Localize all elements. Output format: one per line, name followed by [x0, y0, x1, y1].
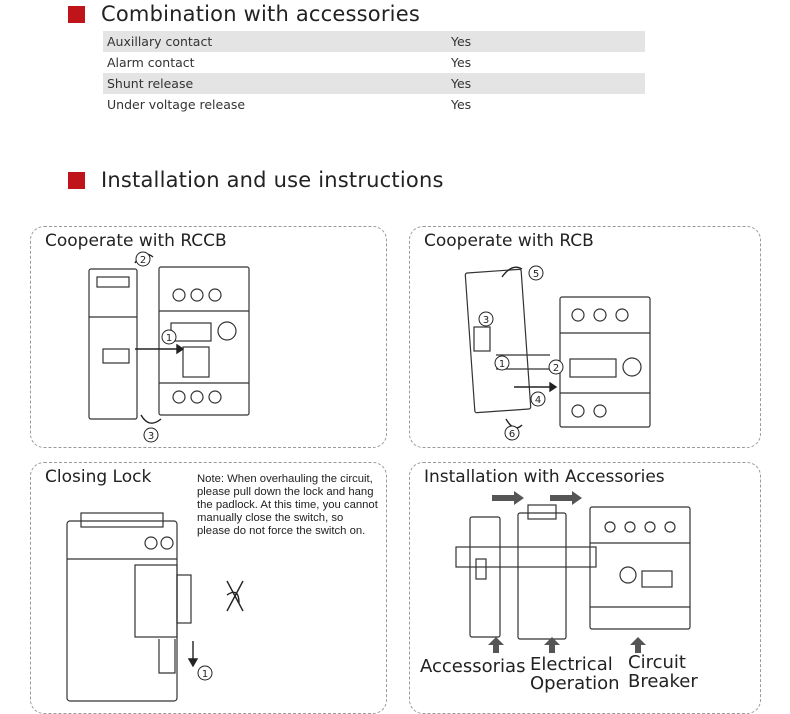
- table-row: Under voltage release Yes: [103, 94, 645, 115]
- step-3-label: 3: [148, 431, 154, 442]
- panel-cooperate-rccb: Cooperate with RCCB 2: [30, 226, 387, 448]
- panel-title: Cooperate with RCCB: [45, 231, 227, 251]
- row-name: Shunt release: [107, 76, 194, 91]
- table-row: Auxillary contact Yes: [103, 31, 645, 52]
- panel-closing-lock: Closing Lock Note: When overhauling the …: [30, 462, 387, 714]
- step-2-label: 2: [553, 363, 559, 374]
- row-name: Under voltage release: [107, 97, 246, 112]
- panel-title: Closing Lock: [45, 467, 152, 487]
- row-value: Yes: [451, 34, 472, 49]
- panel-installation-accessories: Installation with Accessories: [409, 462, 761, 714]
- step-4-label: 4: [535, 395, 541, 406]
- section-title: Installation and use instructions: [101, 168, 444, 192]
- section-heading-accessories: Combination with accessories: [68, 2, 420, 26]
- table-row: Alarm contact Yes: [103, 52, 645, 73]
- row-name: Auxillary contact: [107, 34, 213, 49]
- rcb-assembly-illustration: 1 2 3 4 5 6: [464, 265, 651, 441]
- row-value: Yes: [451, 55, 472, 70]
- step-3-label: 3: [483, 315, 489, 326]
- accessories-installation-illustration: [455, 491, 691, 653]
- row-value: Yes: [451, 97, 472, 112]
- step-5-label: 5: [533, 269, 539, 280]
- step-1-label: 1: [166, 333, 172, 344]
- table-row: Shunt release Yes: [103, 73, 645, 94]
- panel-title: Cooperate with RCB: [424, 231, 594, 251]
- section-title: Combination with accessories: [101, 2, 420, 26]
- step-1-label: 1: [499, 359, 505, 370]
- step-6-label: 6: [509, 429, 515, 440]
- section-heading-installation: Installation and use instructions: [68, 168, 444, 192]
- step-1-label: 1: [202, 669, 208, 680]
- step-2-label: 2: [140, 255, 146, 266]
- red-square-bullet: [68, 5, 85, 23]
- accessories-table: Auxillary contact Yes Alarm contact Yes …: [103, 31, 645, 115]
- label-accessories: Accessorias: [420, 656, 526, 677]
- row-value: Yes: [451, 76, 472, 91]
- closing-lock-illustration: 1: [66, 512, 244, 702]
- rccb-assembly-illustration: 2 1 3: [88, 251, 250, 443]
- red-square-bullet: [68, 171, 85, 189]
- row-name: Alarm contact: [107, 55, 195, 70]
- panel-cooperate-rcb: Cooperate with RCB 1 2: [409, 226, 761, 448]
- panel-title: Installation with Accessories: [424, 467, 665, 487]
- label-circuit-breaker: Circuit Breaker: [628, 652, 698, 692]
- label-electrical-operation: Electrical Operation: [530, 654, 620, 694]
- lock-note: Note: When overhauling the circuit, plea…: [197, 473, 378, 537]
